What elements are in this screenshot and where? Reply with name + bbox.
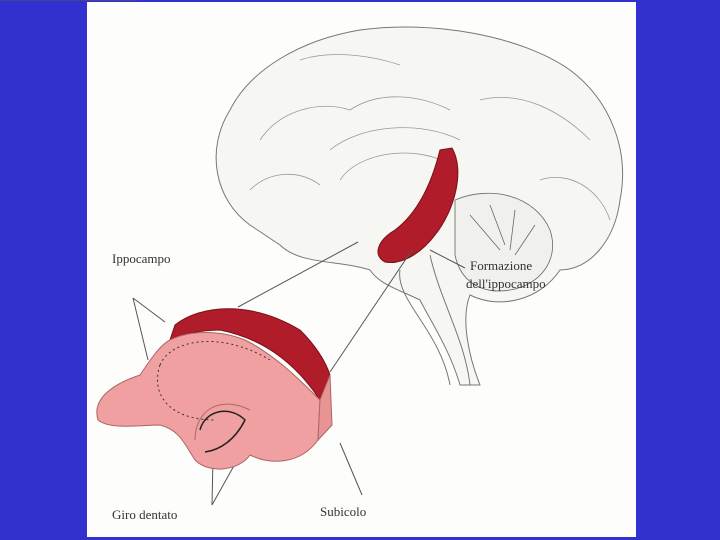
label-formazione-line1: Formazione	[470, 258, 533, 273]
label-giro-dentato: Giro dentato	[112, 507, 178, 522]
hippocampus-block	[96, 308, 333, 470]
brainstem	[399, 254, 471, 386]
label-formazione-line2: dell'ippocampo	[466, 276, 546, 291]
hippocampal-formation	[377, 147, 459, 264]
cerebellum	[454, 192, 553, 292]
label-ippocampo: Ippocampo	[112, 251, 171, 266]
leader-lines	[0, 0, 466, 506]
label-subicolo: Subicolo	[320, 504, 367, 519]
